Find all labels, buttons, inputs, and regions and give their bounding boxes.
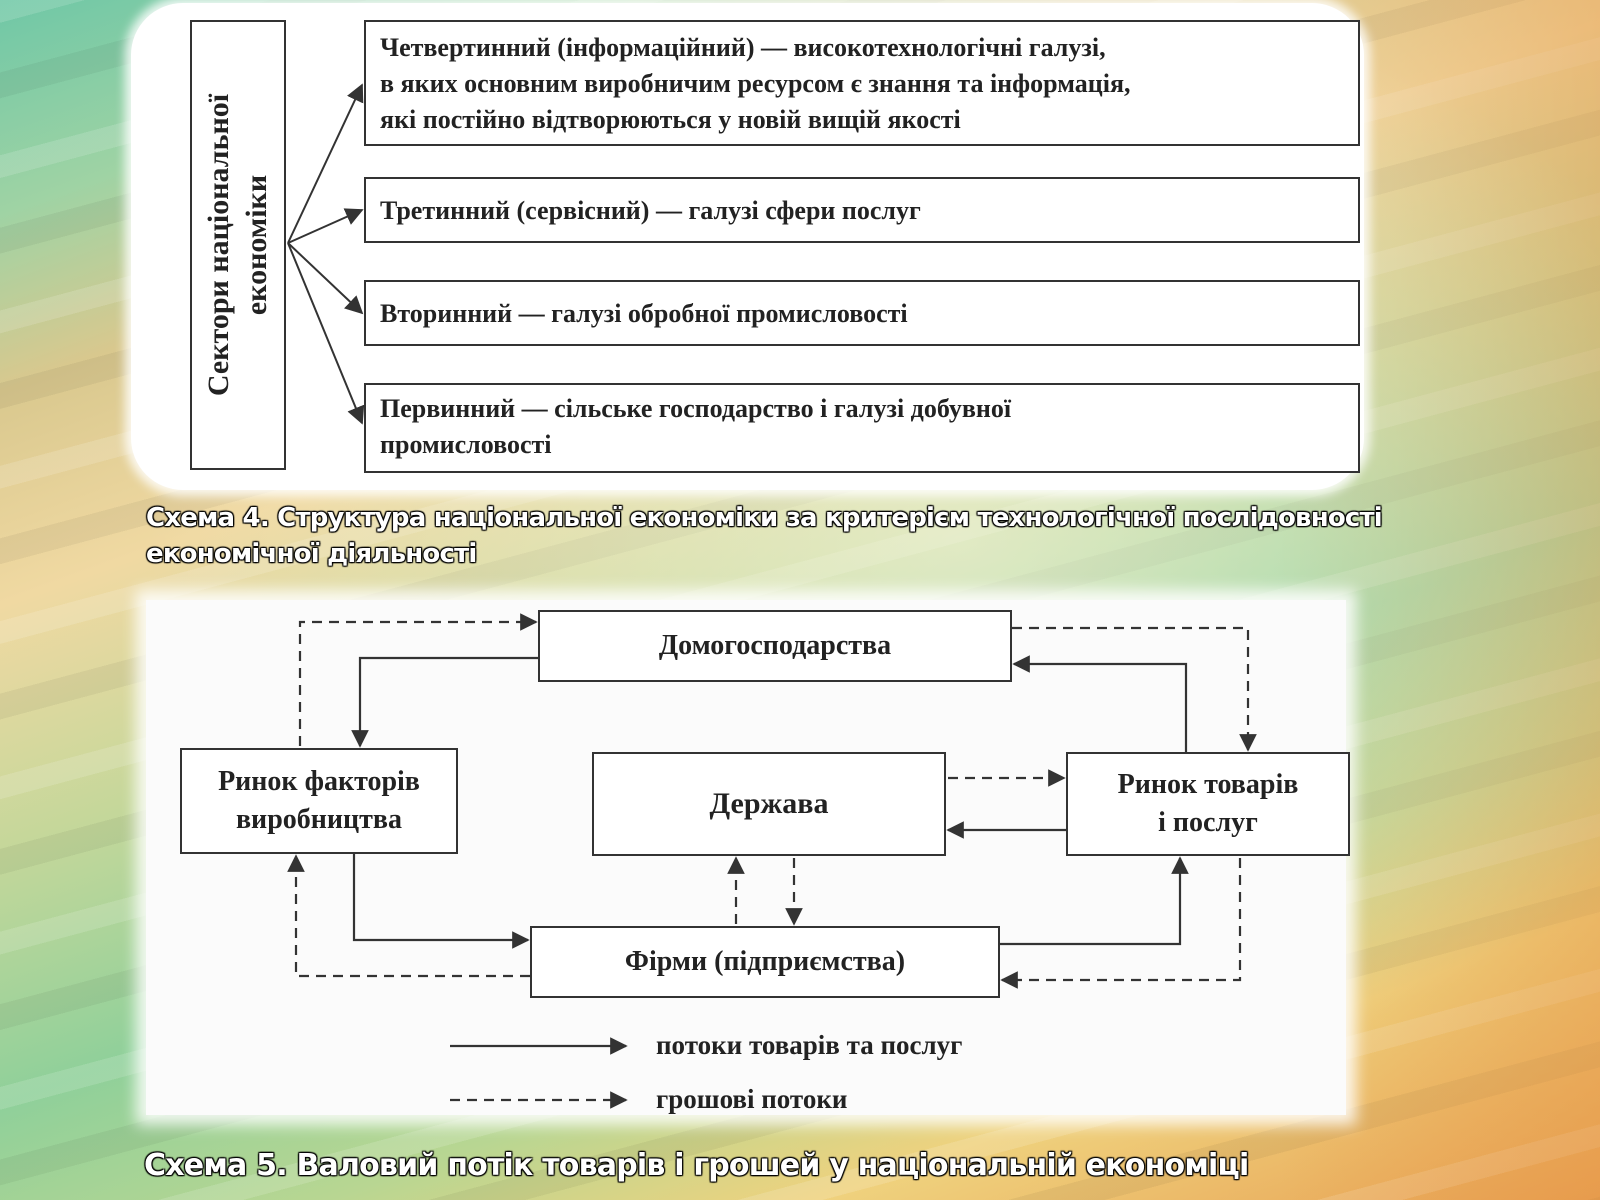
sector-tertiary-box: Третинний (сервісний) — галузі сфери пос… xyxy=(364,177,1360,243)
sector-secondary-text: Вторинний — галузі обробної промисловост… xyxy=(380,299,908,328)
flow-households-to-factor-market xyxy=(351,656,538,748)
households-box: Домогосподарства xyxy=(538,610,1012,682)
sectors-vertical-label-box: Сектори національної економіки xyxy=(190,20,286,470)
scheme-5-panel xyxy=(146,600,1346,1115)
flow-factor-market-to-firms xyxy=(352,854,530,949)
state-label: Держава xyxy=(709,787,829,820)
sector-primary-box: Первинний — сільське господарство і галу… xyxy=(364,383,1360,473)
sector-secondary-box: Вторинний — галузі обробної промисловост… xyxy=(364,280,1360,346)
legend-solid-label: потоки товарів та послуг xyxy=(656,1030,963,1060)
arrow-to-primary xyxy=(287,242,365,425)
scheme-5-caption: Схема 5. Валовий потік товарів і грошей … xyxy=(144,1148,1249,1183)
arrow-to-tertiary xyxy=(287,208,364,244)
factor-market-label: Ринок факторів виробництва xyxy=(218,766,420,835)
goods-market-box: Ринок товарів і послуг xyxy=(1066,752,1350,856)
arrow-to-quaternary xyxy=(287,83,364,244)
money-factor-market-to-households xyxy=(298,613,538,746)
legend-dashed-label: грошові потоки xyxy=(656,1084,848,1114)
scheme-4-caption: Схема 4. Структура національної економік… xyxy=(146,503,1383,569)
firms-box: Фірми (підприємства) xyxy=(530,926,1000,998)
sector-quaternary-text: Четвертинний (інформаційний) — високотех… xyxy=(380,33,1131,134)
money-firms-to-factor-market xyxy=(287,854,530,978)
households-label: Домогосподарства xyxy=(658,630,892,661)
money-households-to-goods-market xyxy=(1012,626,1257,752)
flow-goods-market-to-households xyxy=(1012,655,1188,752)
sector-tertiary-text: Третинний (сервісний) — галузі сфери пос… xyxy=(380,196,921,225)
goods-market-label: Ринок товарів і послуг xyxy=(1117,769,1299,838)
sector-primary-text: Первинний — сільське господарство і галу… xyxy=(380,394,1012,459)
flow-firms-to-goods-market xyxy=(1000,856,1189,946)
money-goods-market-to-firms xyxy=(1000,858,1242,989)
state-box: Держава xyxy=(592,752,946,856)
sector-quaternary-box: Четвертинний (інформаційний) — високотех… xyxy=(364,20,1360,146)
firms-label: Фірми (підприємства) xyxy=(624,946,906,977)
factor-market-box: Ринок факторів виробництва xyxy=(180,748,458,854)
arrow-to-secondary xyxy=(287,242,364,315)
